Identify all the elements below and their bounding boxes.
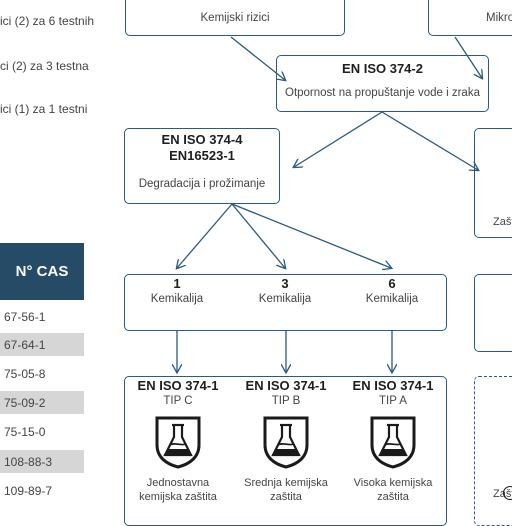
type-c-desc-2: kemijska zaštita [139,491,217,503]
right-box-3 [474,376,512,526]
chemical-count-6: 6 [388,276,396,291]
type-b-desc-1: Srednja kemijska [244,477,328,489]
en374-4-box [124,128,280,204]
cas-row: 67-64-1 [0,333,84,356]
en374-2-box [276,55,489,112]
type-a-desc-1: Visoka kemijska [353,477,433,489]
chemical-flask-shield-icon [370,416,416,469]
micro-risks-label: Mikro [486,12,512,24]
type-b-desc-2: zaštita [270,491,302,503]
type-b-standard: EN ISO 374-1 [245,378,327,393]
left-text-line-3: ici (1) za 1 testni [0,102,88,116]
chemical-label-1: Kemikalija [150,293,204,305]
cas-row: 75-09-2 [0,391,84,414]
circle-icon [503,486,512,500]
type-c-standard: EN ISO 374-1 [137,378,219,393]
cas-value: 109-89-7 [4,483,53,498]
right-box-2 [474,274,512,352]
cas-row: 75-05-8 [0,362,84,385]
chemical-flask-shield-icon [263,416,309,469]
cas-value: 108-88-3 [4,454,53,469]
en374-4-title: EN ISO 374-4 [161,132,243,147]
chemical-flask-shield-icon [155,416,201,469]
left-text-line-1: ici (2) za 6 testnih [0,14,95,28]
chemical-risks-box [125,0,345,36]
cas-value: 75-15-0 [4,424,46,439]
chemicals-box [124,274,447,331]
micro-risks-box [428,0,512,36]
type-a-label: TIP A [379,395,407,407]
type-a-standard: EN ISO 374-1 [352,378,434,393]
left-text-line-2: ci (2) za 3 testna [0,59,89,73]
cas-table-header: N° CAS [0,243,84,300]
cas-row: 108-88-3 [0,450,84,473]
chemical-label-6: Kemikalija [365,293,419,305]
cas-value: 67-64-1 [4,337,46,352]
cas-row: 67-56-1 [0,305,84,328]
right-box-1 [474,128,512,238]
cas-value: 75-05-8 [4,366,46,381]
cas-value: 67-56-1 [4,309,46,324]
cas-row: 75-15-0 [0,420,84,443]
type-a-desc-2: zaštita [377,491,409,503]
chemical-risks-label: Kemijski rizici [200,12,270,24]
chemical-count-3: 3 [281,276,289,291]
chemical-label-3: Kemikalija [258,293,312,305]
en374-2-title: EN ISO 374-2 [342,61,423,76]
cas-row: 109-89-7 [0,479,84,502]
en374-4-subtitle: Degradacija i prožimanje [138,178,266,190]
en16523-title: EN16523-1 [169,148,235,163]
chemical-count-1: 1 [173,276,181,291]
type-b-label: TIP B [271,395,301,407]
type-c-label: TIP C [163,395,193,407]
type-c-desc-1: Jednostavna [146,477,210,489]
cas-value: 75-09-2 [4,395,46,410]
en374-2-subtitle: Otpornost na propuštanje vode i zraka [285,87,480,99]
right-box-1-label: Zašt [493,216,512,228]
